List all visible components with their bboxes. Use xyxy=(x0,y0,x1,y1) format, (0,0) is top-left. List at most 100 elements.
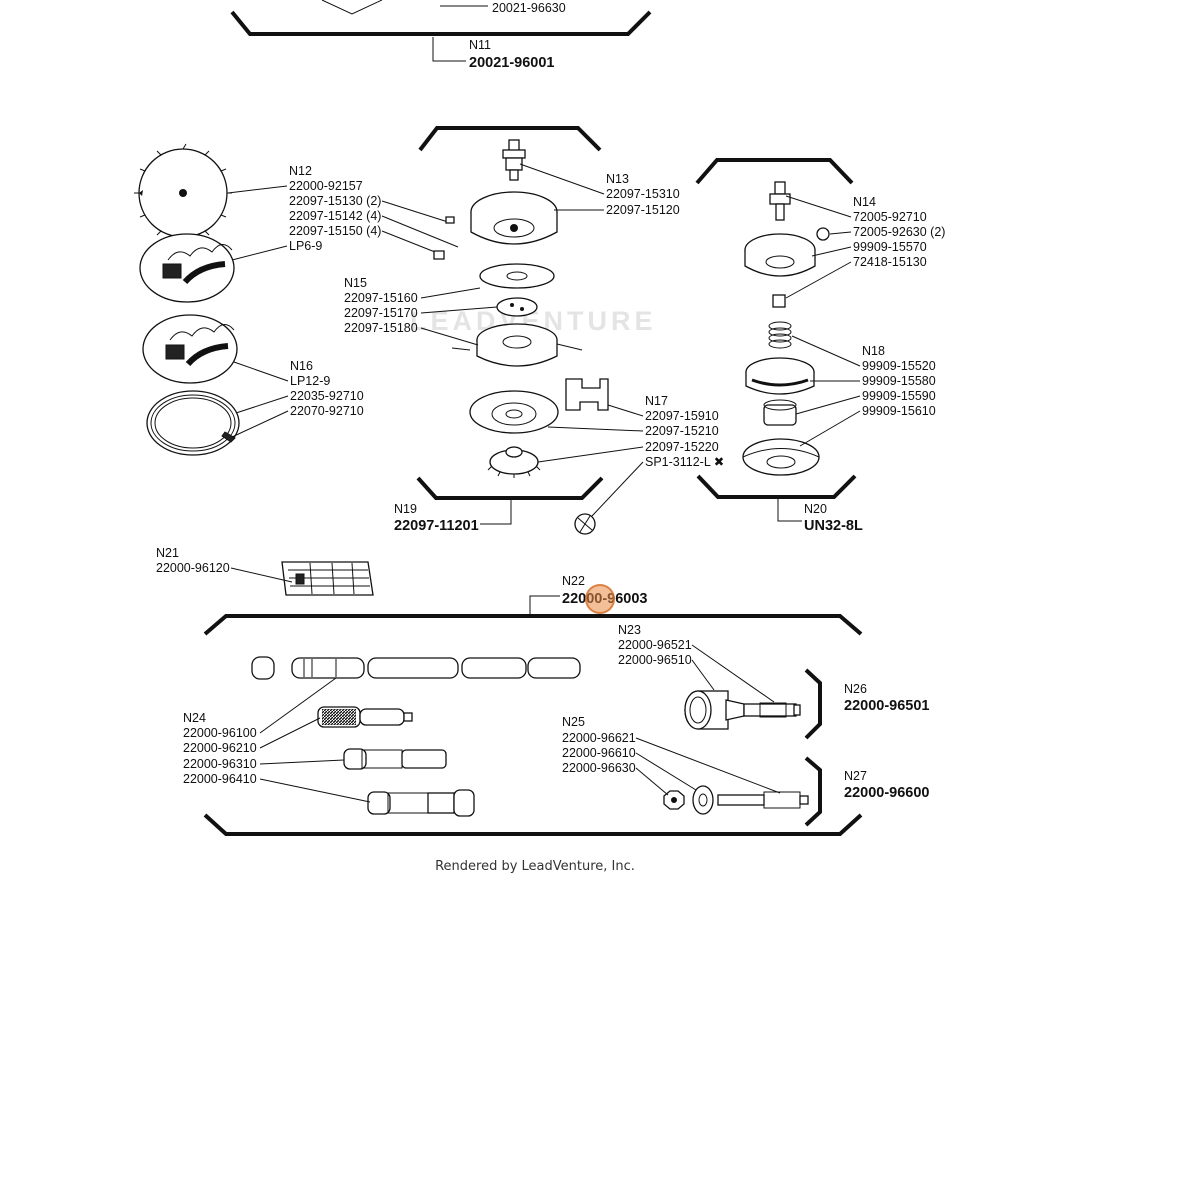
group-n23: N23 22000-96521 22000-96510 xyxy=(618,623,801,730)
bump-knob-part[interactable] xyxy=(763,404,797,426)
label-n20-part[interactable]: UN32-8L xyxy=(804,518,863,534)
washer-part[interactable] xyxy=(479,263,555,289)
group-n27: N27 22000-96600 xyxy=(804,756,929,827)
cursor-indicator xyxy=(585,584,615,614)
label-n14-part-1[interactable]: 72005-92710 xyxy=(853,210,927,224)
bracket-n14-top xyxy=(695,158,854,185)
group-n13: N13 22097-15310 22097-15120 xyxy=(418,126,680,260)
group-n20: N20 UN32-8L xyxy=(696,474,863,534)
group-n21: N21 22000-96120 xyxy=(156,546,374,596)
label-n17-part-2[interactable]: 22097-15210 xyxy=(645,424,719,438)
label-n26-part[interactable]: 22000-96501 xyxy=(844,698,929,714)
bracket-n22-top xyxy=(203,614,863,636)
label-n13-part-2[interactable]: 22097-15120 xyxy=(606,203,680,217)
group-n16: N16 LP12-9 22035-92710 22070-92710 xyxy=(142,314,364,456)
shaft-segment-part[interactable] xyxy=(291,657,365,679)
label-n13-part-1[interactable]: 22097-15310 xyxy=(606,187,680,201)
label-n24-part-1[interactable]: 22000-96100 xyxy=(183,726,257,740)
group-n22: N22 22000-96003 xyxy=(203,574,863,836)
label-n11-id: N11 xyxy=(469,38,491,52)
label-n11-sub[interactable]: 20021-96630 xyxy=(492,1,566,15)
label-n17-id: N17 xyxy=(645,394,668,408)
label-n12-part-1[interactable]: 22000-92157 xyxy=(289,179,363,193)
label-n18-part-1[interactable]: 99909-15520 xyxy=(862,359,936,373)
label-n18-part-2[interactable]: 99909-15580 xyxy=(862,374,936,388)
bump-cover-part[interactable] xyxy=(742,438,820,476)
line-coil-part[interactable] xyxy=(146,390,240,456)
label-n15-part-1[interactable]: 22097-15160 xyxy=(344,291,418,305)
bracket-n22-bottom xyxy=(203,813,863,836)
group-n24: N24 22000-96100 22000-96210 22000-96310 … xyxy=(183,656,581,817)
label-n13-id: N13 xyxy=(606,172,629,186)
label-n15-part-3[interactable]: 22097-15180 xyxy=(344,321,418,335)
label-n25-part-1[interactable]: 22000-96621 xyxy=(562,731,636,745)
group-n15: N15 22097-15160 22097-15170 22097-15180 xyxy=(344,263,583,367)
label-n16-part-2[interactable]: 22035-92710 xyxy=(290,389,364,403)
group-n14: N14 72005-92710 72005-92630 (2) 99909-15… xyxy=(695,158,945,308)
label-n15-part-2[interactable]: 22097-15170 xyxy=(344,306,418,320)
label-n12-part-2[interactable]: 22097-15130 (2) xyxy=(289,194,381,208)
label-n14-part-2[interactable]: 72005-92630 (2) xyxy=(853,225,945,239)
label-n23-part-2[interactable]: 22000-96510 xyxy=(618,653,692,667)
label-n25-id: N25 xyxy=(562,715,585,729)
label-n15-id: N15 xyxy=(344,276,367,290)
label-n25-part-2[interactable]: 22000-96610 xyxy=(562,746,636,760)
label-n19-id: N19 xyxy=(394,502,417,516)
label-n24-part-2[interactable]: 22000-96210 xyxy=(183,741,257,755)
label-n17-part-4[interactable]: SP1-3112-L ✖ xyxy=(645,455,724,469)
drive-shaft-part[interactable] xyxy=(717,794,765,806)
bracket-n13-top xyxy=(418,126,602,152)
collar-part[interactable] xyxy=(692,785,714,815)
label-n12-part-4[interactable]: 22097-15150 (4) xyxy=(289,224,381,238)
bracket-n27 xyxy=(804,756,822,827)
label-n14-part-4[interactable]: 72418-15130 xyxy=(853,255,927,269)
label-n20-id: N20 xyxy=(804,502,827,516)
label-n22-id: N22 xyxy=(562,574,585,588)
group-n18: N18 99909-15520 99909-15580 99909-15590 … xyxy=(742,321,936,476)
group-n25: N25 22000-96621 22000-96610 22000-96630 xyxy=(562,715,809,815)
label-n23-part-1[interactable]: 22000-96521 xyxy=(618,638,692,652)
label-n16-id: N16 xyxy=(290,359,313,373)
line-package-lp6-part[interactable] xyxy=(139,233,235,303)
label-n16-part-3[interactable]: 22070-92710 xyxy=(290,404,364,418)
bracket-n19 xyxy=(416,476,604,500)
label-n16-part-1[interactable]: LP12-9 xyxy=(290,374,330,388)
label-n14-part-3[interactable]: 99909-15570 xyxy=(853,240,927,254)
label-n12-part-5[interactable]: LP6-9 xyxy=(289,239,322,253)
label-n17-part-1[interactable]: 22097-15910 xyxy=(645,409,719,423)
label-n19-part[interactable]: 22097-11201 xyxy=(394,518,479,534)
bracket-n11 xyxy=(230,10,652,36)
label-n24-id: N24 xyxy=(183,711,206,725)
label-n24-part-4[interactable]: 22000-96410 xyxy=(183,772,257,786)
label-n25-part-3[interactable]: 22000-96630 xyxy=(562,761,636,775)
group-n11: 20021-96630 N11 20021-96001 xyxy=(230,0,652,71)
label-n14-id: N14 xyxy=(853,195,876,209)
group-n26: N26 22000-96501 xyxy=(804,668,929,740)
label-n27-part[interactable]: 22000-96600 xyxy=(844,785,929,801)
label-n21-part[interactable]: 22000-96120 xyxy=(156,561,230,575)
label-sheet-part[interactable] xyxy=(565,378,609,411)
bracket-n26 xyxy=(804,668,822,740)
label-n18-part-4[interactable]: 99909-15610 xyxy=(862,404,936,418)
cover-part[interactable] xyxy=(469,390,559,434)
label-n24-part-3[interactable]: 22000-96310 xyxy=(183,757,257,771)
label-n12-id: N12 xyxy=(289,164,312,178)
label-n26-id: N26 xyxy=(844,682,867,696)
part-n11-edge xyxy=(321,0,383,15)
label-n17-part-3[interactable]: 22097-15220 xyxy=(645,440,719,454)
label-n18-id: N18 xyxy=(862,344,885,358)
group-n19: N19 22097-11201 xyxy=(394,476,604,534)
label-n27-id: N27 xyxy=(844,769,867,783)
label-n12-part-3[interactable]: 22097-15142 (4) xyxy=(289,209,381,223)
footer-credit: Rendered by LeadVenture, Inc. xyxy=(435,859,635,874)
group-n12: N12 22000-92157 22097-15130 (2) 22097-15… xyxy=(134,143,459,303)
label-n21-id: N21 xyxy=(156,546,179,560)
group-n17: N17 22097-15910 22097-15210 22097-15220 … xyxy=(469,378,724,535)
bracket-n20 xyxy=(696,474,857,499)
label-n18-part-3[interactable]: 99909-15590 xyxy=(862,389,936,403)
shaft-cap-part[interactable] xyxy=(251,656,275,680)
label-n11-part[interactable]: 20021-96001 xyxy=(469,55,554,71)
label-n23-id: N23 xyxy=(618,623,641,637)
